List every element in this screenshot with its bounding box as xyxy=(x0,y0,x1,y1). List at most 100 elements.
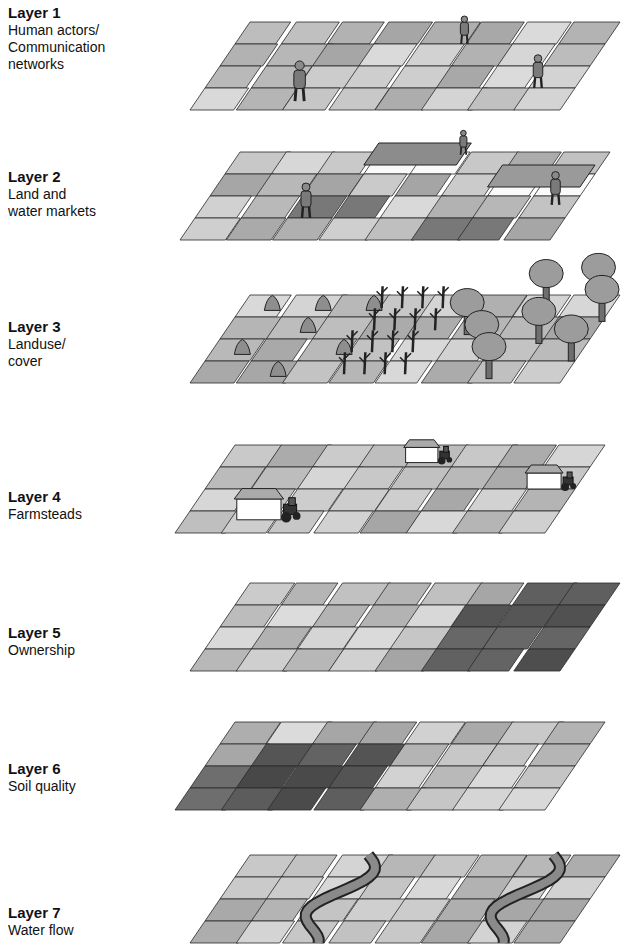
layer-grid xyxy=(175,445,605,533)
grid-cell xyxy=(499,788,560,810)
layer-label: Layer 1Human actors/ Communication netwo… xyxy=(8,4,158,73)
corn-leaf xyxy=(369,309,380,318)
corn-stalk xyxy=(385,352,386,374)
grid-cell xyxy=(514,88,575,110)
layer-label: Layer 3Landuse/ cover xyxy=(8,318,88,370)
corn-leaf xyxy=(430,309,441,318)
person-figure xyxy=(460,130,467,155)
layer-grid xyxy=(190,22,620,110)
grid-cell xyxy=(559,583,620,605)
corn-leaf xyxy=(387,331,398,340)
corn-leaf xyxy=(359,353,370,362)
layer-description: Farmsteads xyxy=(8,506,158,523)
person-figure xyxy=(533,55,543,88)
grid-cell xyxy=(251,899,307,921)
crop-plant xyxy=(264,295,280,310)
grid-cell xyxy=(405,877,461,899)
crop-plant xyxy=(234,339,250,354)
grid-cell xyxy=(205,66,261,88)
grid-cell xyxy=(544,445,605,467)
grid-cell xyxy=(483,744,539,766)
corn-leaf xyxy=(408,331,419,340)
grid-cell xyxy=(559,855,620,877)
corn-stalk xyxy=(415,308,416,330)
corn-stalk xyxy=(435,308,436,330)
person-figure xyxy=(301,183,311,218)
corn-stalk xyxy=(352,330,353,352)
grid-cell xyxy=(529,744,590,766)
layer-label: Layer 7Water flow xyxy=(8,904,158,939)
corn-stalk xyxy=(372,330,373,352)
corn-stalk xyxy=(443,286,444,308)
layer-number: Layer 3 xyxy=(8,318,88,336)
corn-leaf xyxy=(380,353,391,362)
grid-cell xyxy=(544,44,605,66)
grid-cell xyxy=(519,196,580,218)
tree xyxy=(585,275,619,321)
corn-leaf xyxy=(339,353,350,362)
layer-grid xyxy=(190,583,620,671)
grid-cell xyxy=(334,196,390,218)
corn-stalk xyxy=(382,286,383,308)
crop-plant xyxy=(315,295,331,310)
corn-stalk xyxy=(374,308,375,330)
grid-cell xyxy=(514,921,575,943)
layer-description: Land and water markets xyxy=(8,186,98,220)
layer-number: Layer 5 xyxy=(8,624,158,642)
person-figure xyxy=(294,61,306,101)
grid-cell xyxy=(514,489,575,511)
tree xyxy=(554,315,588,361)
corn-leaf xyxy=(377,287,388,296)
traded-plot xyxy=(364,143,472,165)
grid-cell xyxy=(235,295,291,317)
corn-stalk xyxy=(405,352,406,374)
grid-cell xyxy=(514,361,575,383)
grid-cell xyxy=(529,899,590,921)
layer-description: Landuse/ cover xyxy=(8,336,88,370)
layer-number: Layer 2 xyxy=(8,168,98,186)
layer-number: Layer 4 xyxy=(8,488,158,506)
corn-stalk xyxy=(392,330,393,352)
corn-leaf xyxy=(389,309,400,318)
layer-label: Layer 4Farmsteads xyxy=(8,488,158,523)
person-figure xyxy=(551,172,561,205)
river xyxy=(491,855,560,943)
corn-leaf xyxy=(438,287,449,296)
corn-stalk xyxy=(394,308,395,330)
corn-leaf xyxy=(397,287,408,296)
layer-description: Ownership xyxy=(8,642,158,659)
farmstead xyxy=(525,465,576,491)
corn-stalk xyxy=(364,352,365,374)
tree xyxy=(472,333,506,379)
corn-leaf xyxy=(347,331,358,340)
corn-stalk xyxy=(402,286,403,308)
grid-cell xyxy=(458,218,514,240)
grid-cell xyxy=(395,174,451,196)
layer-number: Layer 6 xyxy=(8,760,158,778)
layer-number: Layer 7 xyxy=(8,904,158,922)
layer-grid xyxy=(190,855,620,943)
corn-leaf xyxy=(410,309,421,318)
farmstead xyxy=(404,440,452,465)
corn-leaf xyxy=(400,353,411,362)
river-outline xyxy=(491,855,560,943)
grid-cell xyxy=(235,22,291,44)
crop-plant xyxy=(270,361,286,376)
corn-stalk xyxy=(344,352,345,374)
layer-grid xyxy=(190,295,620,383)
grid-cell xyxy=(251,339,307,361)
layer-label: Layer 5Ownership xyxy=(8,624,158,659)
corn-stalk xyxy=(422,286,423,308)
tree xyxy=(522,297,556,343)
grid-cell xyxy=(529,627,590,649)
crop-plant xyxy=(300,317,316,332)
grid-cell xyxy=(468,649,524,671)
grid-cell xyxy=(544,722,605,744)
corn-stalk xyxy=(413,330,414,352)
corn-leaf xyxy=(367,331,378,340)
corn-leaf xyxy=(417,287,428,296)
grid-cell xyxy=(195,196,252,218)
grid-cell xyxy=(544,605,605,627)
grid-cell xyxy=(281,855,337,877)
